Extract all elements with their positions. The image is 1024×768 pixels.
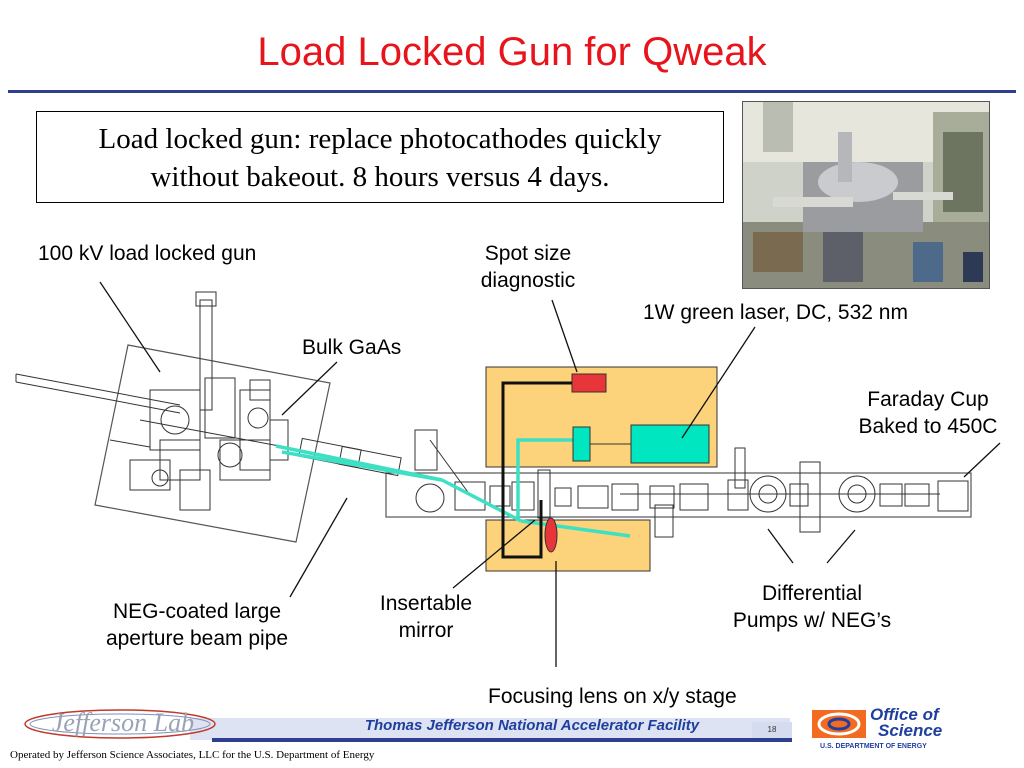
focusing-lens <box>544 517 558 553</box>
label-spot-size-line-1: Spot size <box>484 242 572 265</box>
jefferson-lab-logo <box>24 709 216 739</box>
label-differential-pumps: Differential Pumps w/ NEG’s <box>712 580 912 634</box>
label-faraday-cup-line-2: Baked to 450C <box>858 415 998 438</box>
label-spot-size: Spot size diagnostic <box>468 240 588 294</box>
label-insertable-mirror: Insertable mirror <box>364 590 488 644</box>
summary-line-2: without bakeout. 8 hours versus 4 days. <box>150 161 610 193</box>
label-differential-pumps-line-1: Differential <box>762 582 862 605</box>
lab-photo <box>742 101 990 289</box>
jefferson-lab-logo-text: Jefferson Lab <box>51 708 195 737</box>
label-faraday-cup: Faraday Cup Baked to 450C <box>838 386 1018 440</box>
gun-chamber-outline <box>94 344 331 543</box>
summary-line-1: Load locked gun: replace photocathodes q… <box>98 123 662 155</box>
page-number: 18 <box>752 722 792 738</box>
beamline-components <box>298 429 969 538</box>
label-insertable-mirror-line-2: mirror <box>398 619 454 642</box>
office-of-science-line-1: Office of <box>870 705 939 724</box>
label-bulk-gaas: Bulk GaAs <box>302 336 402 359</box>
footer-facility-name: Thomas Jefferson National Accelerator Fa… <box>364 717 700 734</box>
slide-title: Load Locked Gun for Qweak <box>257 30 767 74</box>
annotation-pointers <box>99 281 1001 667</box>
department-of-energy-label: U.S. DEPARTMENT OF ENERGY <box>820 743 927 750</box>
laser-source-box <box>630 424 710 464</box>
operated-by-notice: Operated by Jefferson Science Associates… <box>10 749 375 761</box>
label-faraday-cup-line-1: Faraday Cup <box>867 388 989 411</box>
spot-size-diagnostic-box <box>571 373 607 393</box>
footer-bar <box>190 718 790 740</box>
lab-photo-image <box>743 102 989 288</box>
footer-rule <box>212 738 792 742</box>
label-neg-beam-pipe: NEG-coated large aperture beam pipe <box>82 598 312 652</box>
label-green-laser: 1W green laser, DC, 532 nm <box>643 301 908 324</box>
gun-internals <box>15 291 291 511</box>
label-focusing-lens: Focusing lens on x/y stage <box>488 685 737 708</box>
label-differential-pumps-line-2: Pumps w/ NEG’s <box>732 609 892 632</box>
label-neg-beam-pipe-line-1: NEG-coated large <box>112 600 282 623</box>
office-of-science-line-2: Science <box>878 721 943 740</box>
beamline-enclosure <box>385 472 972 518</box>
label-neg-beam-pipe-line-2: aperture beam pipe <box>105 627 289 650</box>
title-divider <box>8 90 1016 93</box>
summary-textbox: Load locked gun: replace photocathodes q… <box>36 111 724 203</box>
diagnostic-beam-path <box>501 381 572 559</box>
label-load-locked-gun: 100 kV load locked gun <box>38 242 257 265</box>
label-insertable-mirror-line-1: Insertable <box>379 592 473 615</box>
laser-beam-path <box>275 438 631 538</box>
label-spot-size-line-2: diagnostic <box>480 269 576 292</box>
office-of-science-logo <box>812 710 866 738</box>
laser-optic-box <box>572 426 591 462</box>
